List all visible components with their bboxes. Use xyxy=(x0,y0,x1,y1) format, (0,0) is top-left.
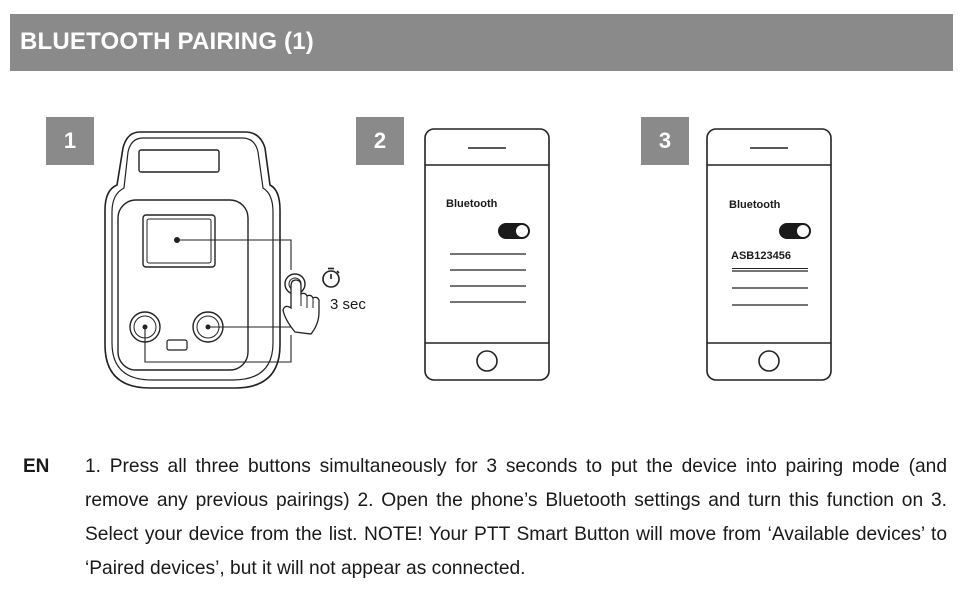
device-underline xyxy=(732,268,808,269)
hold-duration-label: 3 sec xyxy=(330,296,366,313)
toggle-on-icon[interactable] xyxy=(498,223,530,239)
device-list-item[interactable]: ASB123456 xyxy=(731,250,791,262)
bluetooth-setting-label: Bluetooth xyxy=(446,198,498,210)
bluetooth-setting-label: Bluetooth xyxy=(729,199,781,211)
step-3-badge: 3 xyxy=(641,117,689,165)
hand-press-icon xyxy=(282,273,320,335)
phone-step-3 xyxy=(706,128,832,381)
phone-step-2 xyxy=(424,128,550,381)
home-button-icon xyxy=(476,350,498,372)
language-code: EN xyxy=(23,456,50,477)
toggle-on-icon[interactable] xyxy=(779,223,811,239)
ptt-device-illustration xyxy=(104,131,292,389)
instructions-text: 1. Press all three buttons simultaneousl… xyxy=(85,456,947,579)
home-button-icon xyxy=(758,350,780,372)
stopwatch-icon xyxy=(322,267,340,288)
step-2-badge: 2 xyxy=(356,117,404,165)
step-1-badge: 1 xyxy=(46,117,94,165)
page-title: BLUETOOTH PAIRING (1) xyxy=(20,28,314,55)
header-bar: BLUETOOTH PAIRING (1) xyxy=(10,14,953,71)
